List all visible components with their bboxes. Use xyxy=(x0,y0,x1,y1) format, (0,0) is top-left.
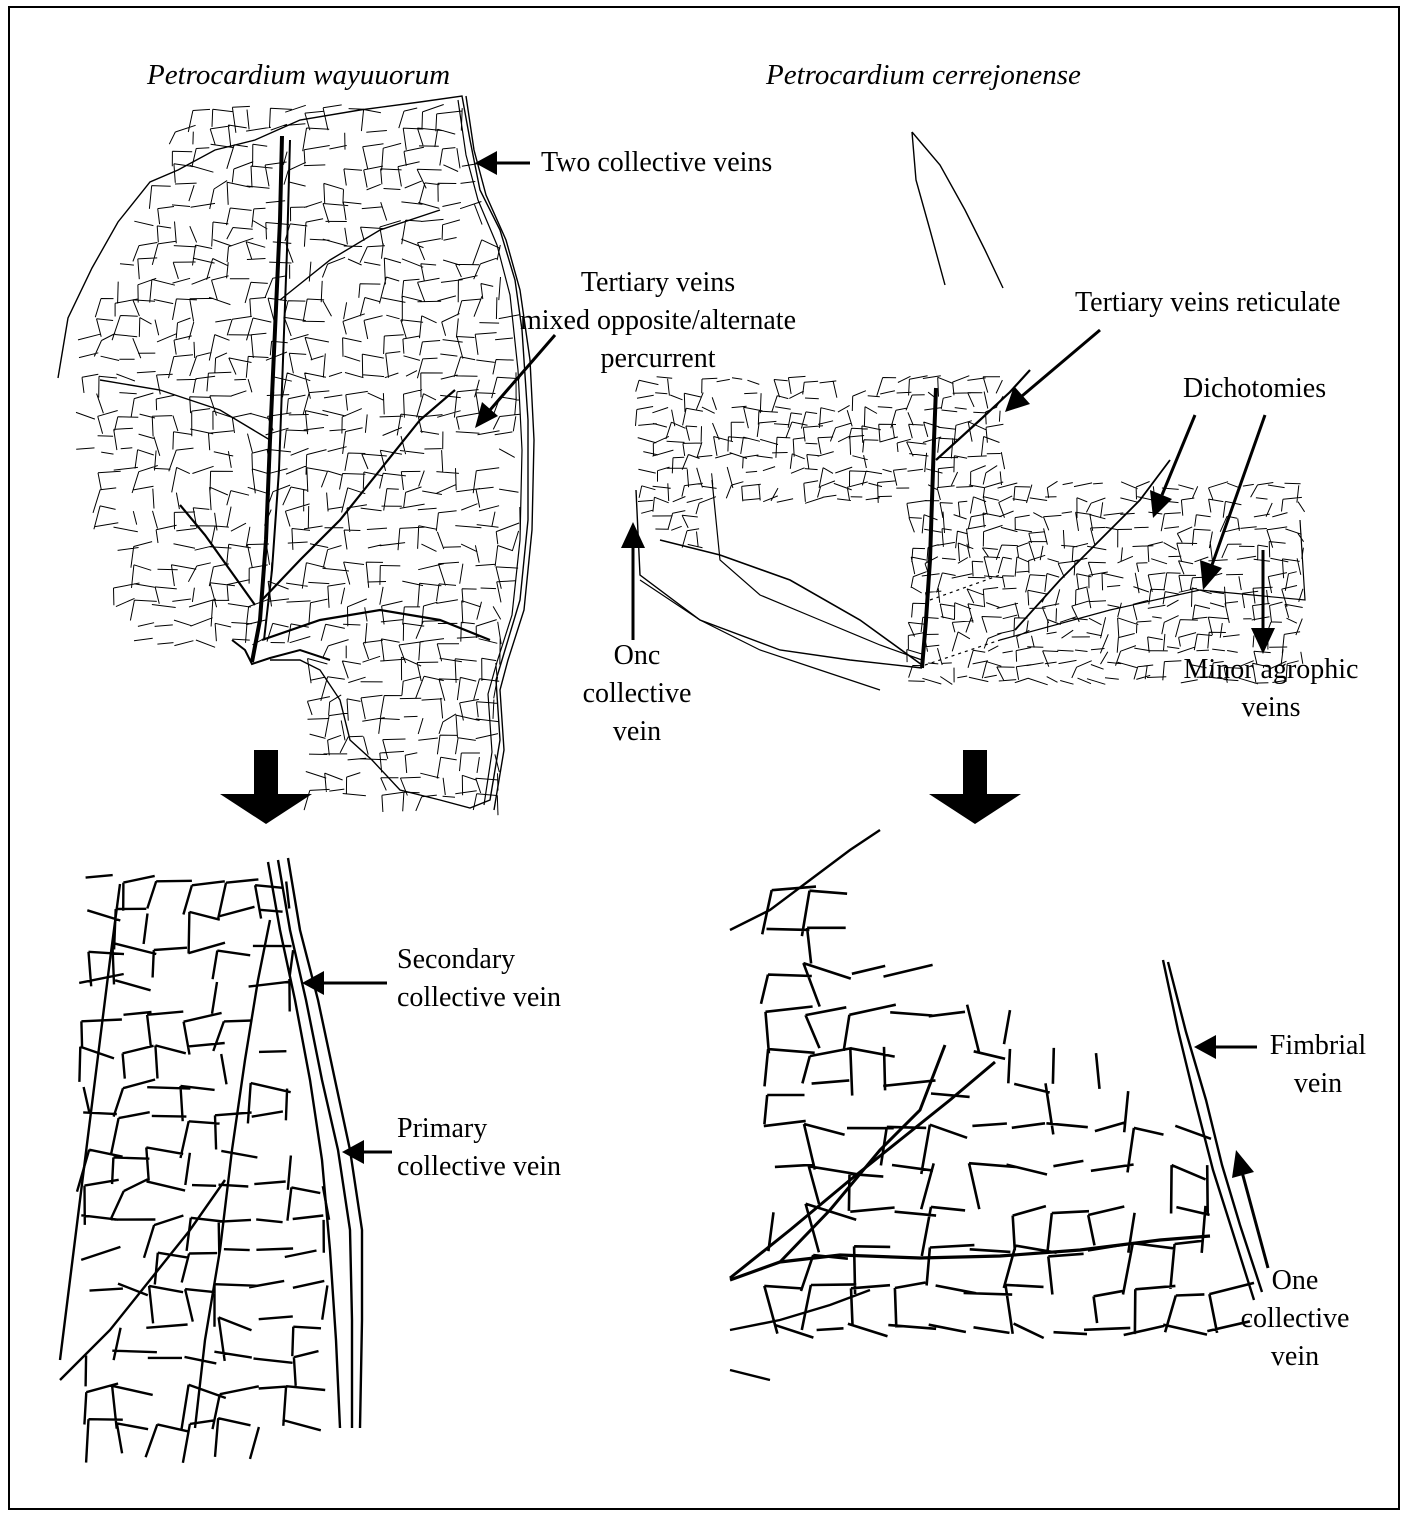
title-right: Petrocardium cerrejonense xyxy=(766,56,1081,94)
leaf-cerrejonense-lateral-left-3 xyxy=(712,480,922,660)
label-tertiary-mixed: Tertiary veins mixed opposite/alternate … xyxy=(497,264,819,378)
label-secondary-line-1: Secondary xyxy=(397,941,561,979)
arrow-dichotomies-1 xyxy=(1150,415,1195,518)
label-dichotomies: Dichotomies xyxy=(1183,370,1326,408)
label-tertiary-mixed-line-3: percurrent xyxy=(497,340,819,378)
label-minor-agrophic-line-1: Minor agrophic xyxy=(1166,651,1376,689)
label-secondary-line-2: collective vein xyxy=(397,979,561,1017)
leaf-cerrejonense-midrib xyxy=(922,388,936,668)
label-fimbrial-line-1: Fimbrial xyxy=(1258,1027,1378,1065)
label-one-collective-top-line-3: vein xyxy=(566,713,708,751)
detail-cerrejonense xyxy=(730,830,1262,1380)
leaf-cerrejonense-branch xyxy=(936,370,1030,460)
label-tertiary-reticulate: Tertiary veins reticulate xyxy=(1075,284,1340,322)
label-minor-agrophic-line-2: veins xyxy=(1166,689,1376,727)
label-primary-line-2: collective vein xyxy=(397,1148,561,1186)
arrow-two-collective xyxy=(475,151,530,175)
detail-cerrejonense-midrib xyxy=(730,1236,1210,1280)
detail-cerrejonense-fimbrial-outer xyxy=(1163,960,1254,1300)
label-primary-collective-vein: Primary collective vein xyxy=(397,1110,561,1186)
arrow-dichotomies-2 xyxy=(1200,415,1265,590)
title-left: Petrocardium wayuuorum xyxy=(147,56,450,94)
detail-cerrejonense-venation-net xyxy=(761,887,1254,1338)
leaf-cerrejonense xyxy=(636,132,1305,690)
label-one-collective-top-line-2: collective xyxy=(566,675,708,713)
leaf-wayuuorum-lateral-left xyxy=(180,505,255,605)
label-one-collective-top-line-1: Onc xyxy=(566,637,708,675)
detail-wayuuorum xyxy=(60,858,362,1428)
arrow-down-right xyxy=(929,750,1021,824)
label-one-collective-vein-bottom: One collective vein xyxy=(1224,1262,1366,1376)
detail-cerrejonense-lower-edge xyxy=(730,1290,870,1380)
label-one-collective-bottom-line-3: vein xyxy=(1224,1338,1366,1376)
arrow-tertiary-reticulate xyxy=(1005,330,1100,412)
label-fimbrial-line-2: vein xyxy=(1258,1065,1378,1103)
leaf-wayuuorum-venation-net xyxy=(76,105,520,816)
label-one-collective-bottom-line-1: One xyxy=(1224,1262,1366,1300)
leaf-cerrejonense-lateral-right xyxy=(1015,460,1170,630)
label-secondary-collective-vein: Secondary collective vein xyxy=(397,941,561,1017)
leaf-wayuuorum-lateral-right xyxy=(262,390,455,600)
leaf-wayuuorum-midrib-2 xyxy=(264,140,290,640)
label-tertiary-mixed-line-1: Tertiary veins xyxy=(497,264,819,302)
label-two-collective-veins: Two collective veins xyxy=(541,144,772,182)
label-one-collective-bottom-line-2: collective xyxy=(1224,1300,1366,1338)
net-tl-lines xyxy=(76,105,520,816)
label-minor-agrophic: Minor agrophic veins xyxy=(1166,651,1376,727)
detail-wayuuorum-secondary xyxy=(195,920,270,1428)
leaf-wayuuorum-secondary-left xyxy=(100,380,270,440)
net-br-lines xyxy=(761,887,1254,1338)
label-primary-line-1: Primary xyxy=(397,1110,561,1148)
leaf-cerrejonense-apex-fragment xyxy=(912,132,1003,288)
arrow-fimbrial xyxy=(1194,1035,1257,1059)
detail-wayuuorum-venation-net xyxy=(77,875,329,1463)
arrow-down-left xyxy=(220,750,312,824)
label-fimbrial-vein: Fimbrial vein xyxy=(1258,1027,1378,1103)
label-tertiary-mixed-line-2: mixed opposite/alternate xyxy=(497,302,819,340)
net-bl-lines xyxy=(77,875,329,1463)
label-one-collective-vein-top: Onc collective vein xyxy=(566,637,708,751)
